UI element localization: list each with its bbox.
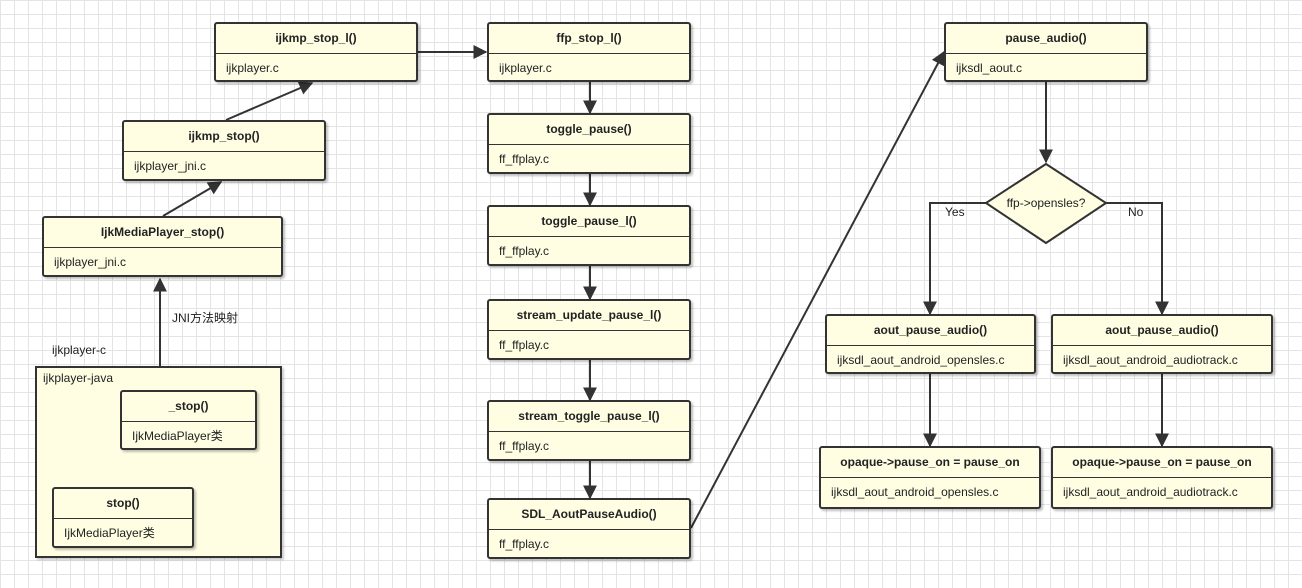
node-title: opaque->pause_on = pause_on — [821, 448, 1039, 478]
decision-no-label: No — [1128, 205, 1144, 219]
edge-decision-yes — [923, 202, 986, 316]
node-opaque-opensles[interactable]: opaque->pause_on = pause_on ijksdl_aout_… — [819, 446, 1041, 509]
edge-decision-no — [1106, 202, 1169, 316]
node-aout-pause-audio-audiotrack[interactable]: aout_pause_audio() ijksdl_aout_android_a… — [1051, 314, 1273, 374]
node-java-private-stop[interactable]: _stop() IjkMediaPlayer类 — [120, 390, 257, 450]
node-toggle-pause-l[interactable]: toggle_pause_l() ff_ffplay.c — [487, 205, 691, 266]
node-title: ijkmp_stop_l() — [216, 24, 416, 54]
node-ijkmp-stop-l[interactable]: ijkmp_stop_l() ijkplayer.c — [214, 22, 418, 82]
node-title: aout_pause_audio() — [827, 316, 1034, 346]
node-file: ijksdl_aout_android_opensles.c — [831, 485, 999, 499]
node-title: stream_update_pause_l() — [489, 301, 689, 331]
node-sdl-aout-pause-audio[interactable]: SDL_AoutPauseAudio() ff_ffplay.c — [487, 498, 691, 559]
node-file: ff_ffplay.c — [499, 244, 550, 258]
node-file: ff_ffplay.c — [499, 439, 550, 453]
node-toggle-pause[interactable]: toggle_pause() ff_ffplay.c — [487, 113, 691, 174]
node-file: ff_ffplay.c — [499, 152, 550, 166]
node-file: ijksdl_aout_android_opensles.c — [837, 353, 1005, 367]
node-file: IjkMediaPlayer类 — [132, 429, 223, 443]
edge-sdl-aout-to-pause-audio — [690, 50, 945, 529]
ijkplayer-c-label: ijkplayer-c — [52, 343, 107, 357]
edge-ijkmp-stop-to-stop-l — [225, 81, 314, 121]
node-title: toggle_pause_l() — [489, 207, 689, 237]
node-title: stream_toggle_pause_l() — [489, 402, 689, 432]
node-file: ijkplayer.c — [226, 61, 279, 75]
node-ijkmp-stop[interactable]: ijkmp_stop() ijkplayer_jni.c — [122, 120, 326, 181]
node-stream-update-pause-l[interactable]: stream_update_pause_l() ff_ffplay.c — [487, 299, 691, 360]
node-title: toggle_pause() — [489, 115, 689, 145]
node-file: IjkMediaPlayer类 — [64, 526, 155, 540]
node-title: ffp_stop_l() — [489, 24, 689, 54]
jni-mapping-label: JNI方法映射 — [172, 311, 239, 325]
node-title: _stop() — [122, 392, 255, 422]
decision-diamond — [984, 162, 1108, 245]
node-file: ff_ffplay.c — [499, 338, 550, 352]
ijkplayer-java-label: ijkplayer-java — [43, 371, 114, 385]
node-file: ijksdl_aout_android_audiotrack.c — [1063, 353, 1238, 367]
node-title: aout_pause_audio() — [1053, 316, 1271, 346]
node-file: ijkplayer.c — [499, 61, 552, 75]
decision-yes-label: Yes — [945, 205, 965, 219]
node-title: ijkmp_stop() — [124, 122, 324, 152]
node-title: pause_audio() — [946, 24, 1146, 54]
node-ijkmediaplayer-stop[interactable]: IjkMediaPlayer_stop() ijkplayer_jni.c — [42, 216, 283, 277]
node-title: stop() — [54, 489, 192, 519]
node-file: ijkplayer_jni.c — [54, 255, 127, 269]
node-file: ijksdl_aout.c — [956, 61, 1023, 75]
node-title: SDL_AoutPauseAudio() — [489, 500, 689, 530]
node-pause-audio[interactable]: pause_audio() ijksdl_aout.c — [944, 22, 1148, 82]
edge-jni-stop-to-ijkmp-stop — [162, 181, 223, 217]
node-aout-pause-audio-opensles[interactable]: aout_pause_audio() ijksdl_aout_android_o… — [825, 314, 1036, 374]
node-file: ijkplayer_jni.c — [134, 159, 207, 173]
node-opaque-audiotrack[interactable]: opaque->pause_on = pause_on ijksdl_aout_… — [1051, 446, 1273, 509]
node-title: IjkMediaPlayer_stop() — [44, 218, 281, 248]
node-stream-toggle-pause-l[interactable]: stream_toggle_pause_l() ff_ffplay.c — [487, 400, 691, 461]
node-ffp-stop-l[interactable]: ffp_stop_l() ijkplayer.c — [487, 22, 691, 82]
node-title: opaque->pause_on = pause_on — [1053, 448, 1271, 478]
node-file: ijksdl_aout_android_audiotrack.c — [1063, 485, 1238, 499]
node-java-stop[interactable]: stop() IjkMediaPlayer类 — [52, 487, 194, 548]
node-file: ff_ffplay.c — [499, 537, 550, 551]
decision-text: ffp->opensles? — [1006, 196, 1086, 210]
